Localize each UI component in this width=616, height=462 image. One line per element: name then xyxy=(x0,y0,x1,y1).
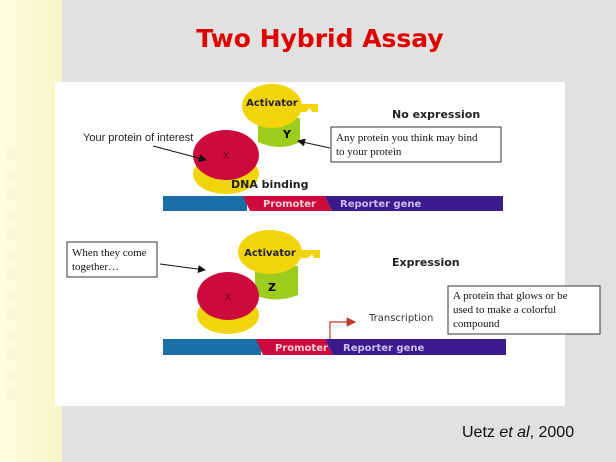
reporter-gene-label: Reporter gene xyxy=(343,343,424,354)
dna-strand-bottom: Promoter Reporter gene xyxy=(163,339,506,355)
reporter-gene-label: Reporter gene xyxy=(340,199,421,210)
prey-letter: Z xyxy=(268,281,276,294)
slide-title: Two Hybrid Assay xyxy=(196,24,444,53)
together-box xyxy=(66,241,158,278)
transcription-label: Transcription xyxy=(368,313,433,324)
activator-top: Activator xyxy=(242,84,318,128)
decorative-strip xyxy=(0,0,62,462)
prey-z-shape: Z xyxy=(255,266,298,300)
reporter-description-box xyxy=(447,285,601,335)
reporter-box-line: compound xyxy=(453,318,500,330)
citation-author: Uetz xyxy=(462,424,495,441)
promoter-label: Promoter xyxy=(275,343,328,354)
activator-label: Activator xyxy=(246,98,298,109)
protein-of-interest-label: Your protein of interest xyxy=(83,132,193,144)
prey-box-line: Any protein you think may bind xyxy=(336,132,478,144)
together-box-line: together… xyxy=(72,261,119,273)
prey-description-box xyxy=(330,126,502,163)
no-expression-label: No expression xyxy=(392,108,480,121)
reporter-box-line: A protein that glows or be xyxy=(453,290,568,302)
bait-letter: X xyxy=(223,151,230,162)
promoter-label: Promoter xyxy=(263,199,316,210)
bait-x-top: X xyxy=(193,130,259,194)
prey-letter: Y xyxy=(282,128,292,141)
transcription-arrow xyxy=(329,317,357,339)
citation-year: , 2000 xyxy=(529,424,575,441)
prey-box-line: to your protein xyxy=(336,146,402,158)
citation: Uetz et al, 2000 xyxy=(462,424,574,442)
activator-label: Activator xyxy=(244,248,296,259)
citation-etal: et al xyxy=(499,424,530,441)
dna-binding-label: DNA binding xyxy=(231,178,309,191)
expression-label: Expression xyxy=(392,256,460,269)
dna-strand-top: Promoter Reporter gene xyxy=(163,196,503,211)
activator-bottom: Activator xyxy=(238,230,320,274)
reporter-box-line: used to make a colorful xyxy=(453,304,556,316)
bait-letter: X xyxy=(225,293,231,303)
together-box-line: When they come xyxy=(72,247,147,259)
bait-x-bottom: X xyxy=(197,272,259,334)
